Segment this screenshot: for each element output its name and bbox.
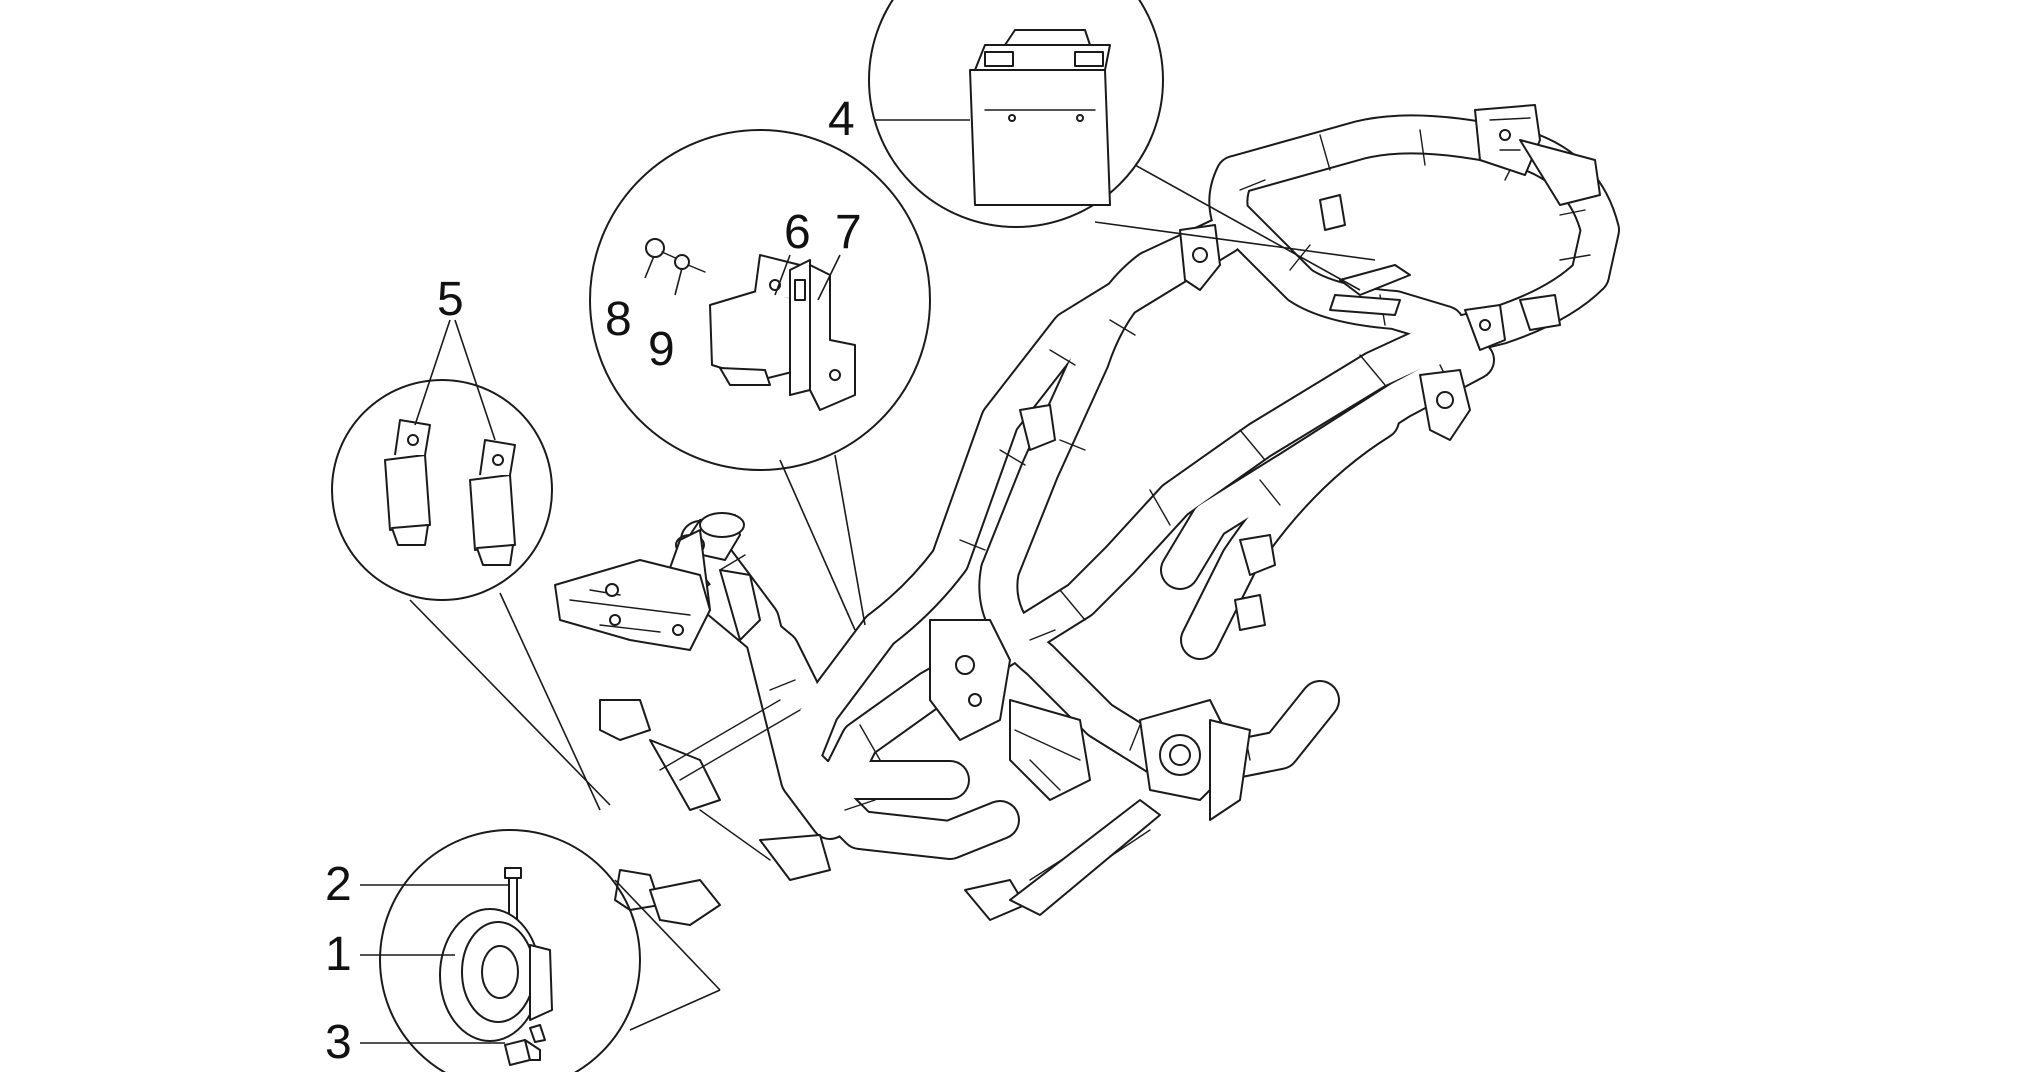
callout-4: 4 xyxy=(828,93,855,146)
frame-lugs xyxy=(1019,194,1561,631)
detail-battery xyxy=(868,0,1376,291)
battery xyxy=(969,29,1111,206)
callout-8: 8 xyxy=(605,293,632,346)
callout-2: 2 xyxy=(325,858,352,911)
relay-5a xyxy=(384,419,431,546)
horn-1 xyxy=(439,908,553,1043)
bracket-3 xyxy=(504,1039,541,1066)
rear-mount xyxy=(964,699,1251,921)
detail-horn xyxy=(379,829,721,1072)
callout-1: 1 xyxy=(325,928,352,981)
callout-9: 9 xyxy=(648,323,675,376)
relay-6 xyxy=(709,254,801,386)
detail-relays xyxy=(331,379,611,811)
center-bracket xyxy=(929,619,1091,801)
washer-9 xyxy=(674,254,706,273)
head-tube xyxy=(554,512,761,651)
scooter-frame xyxy=(554,104,1620,926)
detail-relay-bracket xyxy=(589,129,931,631)
callouts: 1 2 3 4 5 6 7 8 9 xyxy=(325,93,970,1069)
bracket-7 xyxy=(789,259,856,411)
callout-6: 6 xyxy=(784,206,811,259)
relay-5b xyxy=(469,439,516,566)
callout-5: 5 xyxy=(437,273,464,326)
callout-7: 7 xyxy=(835,206,862,259)
bolt-8 xyxy=(645,238,681,261)
callout-3: 3 xyxy=(325,1016,352,1069)
rear-rack-bracket xyxy=(1474,104,1601,206)
